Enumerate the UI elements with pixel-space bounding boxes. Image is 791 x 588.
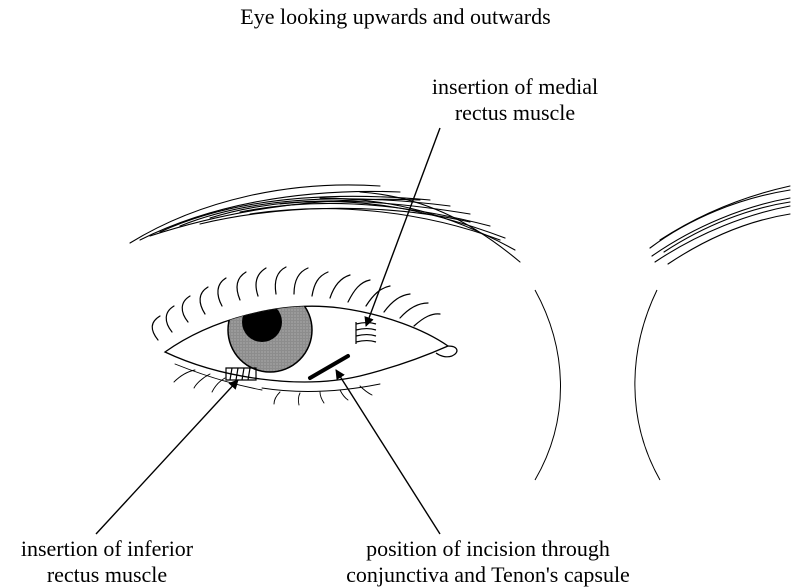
arrow-to-inferior-insertion [96,380,238,534]
nose-contour-right [635,290,660,480]
arrow-to-incision [336,370,440,534]
nose-contour-left [535,290,561,480]
pupil [242,302,282,342]
left-eyebrow [130,185,520,262]
right-eyebrow [650,186,790,264]
